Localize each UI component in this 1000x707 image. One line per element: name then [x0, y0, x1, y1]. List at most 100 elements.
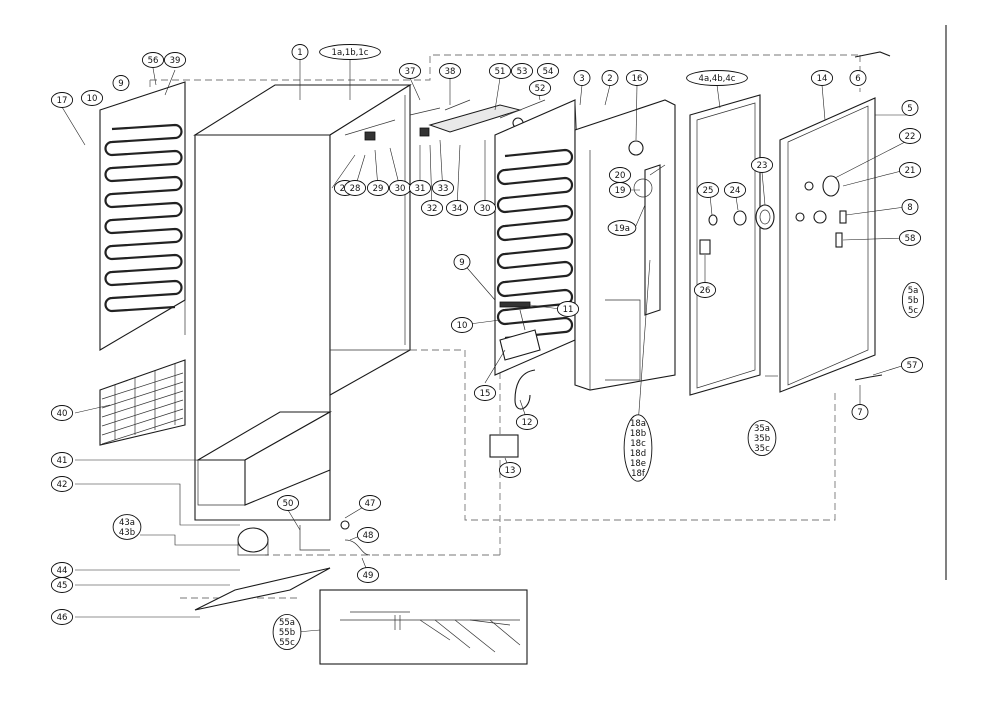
callout-label: 53 [517, 67, 528, 77]
callout-42: 42 [50, 476, 74, 492]
callout-label: 32 [427, 204, 438, 214]
callout-label: 46 [57, 613, 68, 623]
callout-41: 41 [50, 452, 74, 468]
callout-label: 16 [632, 74, 643, 84]
callout-label: 26 [700, 286, 711, 296]
callout-label: 30 [395, 184, 406, 194]
callout-label: 51 [495, 67, 506, 77]
callout-26: 26 [693, 282, 717, 298]
callout-4a: 4a,4b,4c [686, 70, 748, 86]
callout-40: 40 [50, 405, 74, 421]
callout-label: 4a,4b,4c [699, 74, 736, 84]
callout-48: 48 [356, 527, 380, 543]
callout-52: 52 [528, 80, 552, 96]
callout-10b: 10 [450, 317, 474, 333]
callout-label: 14 [817, 74, 828, 84]
callout-13: 13 [498, 462, 522, 478]
callout-label: 12 [522, 418, 533, 428]
callout-6: 6 [849, 70, 867, 86]
callout-15: 15 [473, 385, 497, 401]
callout-56: 56 [141, 52, 165, 68]
callout-29: 29 [366, 180, 390, 196]
inner-door-panel [689, 94, 761, 396]
door-lock-parts [708, 175, 847, 248]
door-hinges [854, 51, 891, 381]
callout-5: 5 [901, 100, 919, 116]
callout-label: 45 [57, 581, 68, 591]
callout-39: 39 [163, 52, 187, 68]
callout-label: 1 [297, 48, 302, 58]
callout-label: 8 [907, 203, 912, 213]
callout-label: 2 [607, 74, 612, 84]
callout-7: 7 [851, 404, 869, 420]
callout-54: 54 [536, 63, 560, 79]
callout-58: 58 [898, 230, 922, 246]
callout-45: 45 [50, 577, 74, 593]
callout-label: 29 [373, 184, 384, 194]
callout-label: 58 [905, 234, 916, 244]
callout-label: 21 [905, 166, 916, 176]
callout-label: 6 [855, 74, 860, 84]
callout-label: 9 [118, 79, 123, 89]
callout-label: 50 [283, 499, 294, 509]
callout-22: 22 [898, 128, 922, 144]
callout-label: 9 [459, 258, 464, 268]
callout-51: 51 [488, 63, 512, 79]
callout-label: 37 [405, 67, 416, 77]
callout-30a: 30 [388, 180, 412, 196]
callout-label: 56 [148, 56, 159, 66]
callout-49: 49 [356, 567, 380, 583]
callout-label: 5 [907, 104, 912, 114]
outer-shell [574, 99, 676, 391]
callout-label: 22 [905, 132, 916, 142]
callout-16: 16 [625, 70, 649, 86]
wiring-harness-inset [319, 589, 528, 665]
callout-label: 28 [350, 184, 361, 194]
condenser-coil [99, 81, 186, 351]
callout-label: 24 [730, 186, 741, 196]
callout-24: 24 [723, 182, 747, 198]
callout-label: 47 [365, 499, 376, 509]
callout-17: 17 [50, 92, 74, 108]
callout-14: 14 [810, 70, 834, 86]
callout-label: 52 [535, 84, 546, 94]
callout-label: 44 [57, 566, 68, 576]
callout-label: 20 [615, 171, 626, 181]
callout-25: 25 [696, 182, 720, 198]
callout-8: 8 [901, 199, 919, 215]
callout-28: 28 [343, 180, 367, 196]
condenser-grid [99, 359, 186, 446]
callout-12: 12 [515, 414, 539, 430]
callout-57: 57 [900, 357, 924, 373]
callout-label: 33 [438, 184, 449, 194]
callout-21: 21 [898, 162, 922, 178]
callout-label: 54 [543, 67, 554, 77]
callout-label: 7 [857, 408, 862, 418]
callout-label: 3 [579, 74, 584, 84]
callout-label: 10 [457, 321, 468, 331]
callout-32: 32 [420, 200, 444, 216]
callout-label: 42 [57, 480, 68, 490]
callout-label: 41 [57, 456, 68, 466]
callout-label: 49 [363, 571, 374, 581]
door-assembly [779, 97, 876, 393]
callout-19a: 19a [607, 220, 637, 236]
callout-label: 19a [614, 224, 630, 234]
callout-label: 48 [363, 531, 374, 541]
callout-23: 23 [750, 157, 774, 173]
callout-label: 15 [480, 389, 491, 399]
callout-10a: 10 [80, 90, 104, 106]
callout-label: 34 [452, 204, 463, 214]
compressor-assembly [194, 520, 371, 611]
callout-30b: 30 [473, 200, 497, 216]
callout-44: 44 [50, 562, 74, 578]
callout-2: 2 [601, 70, 619, 86]
callout-label: 10 [87, 94, 98, 104]
callout-label: 11 [563, 305, 574, 315]
